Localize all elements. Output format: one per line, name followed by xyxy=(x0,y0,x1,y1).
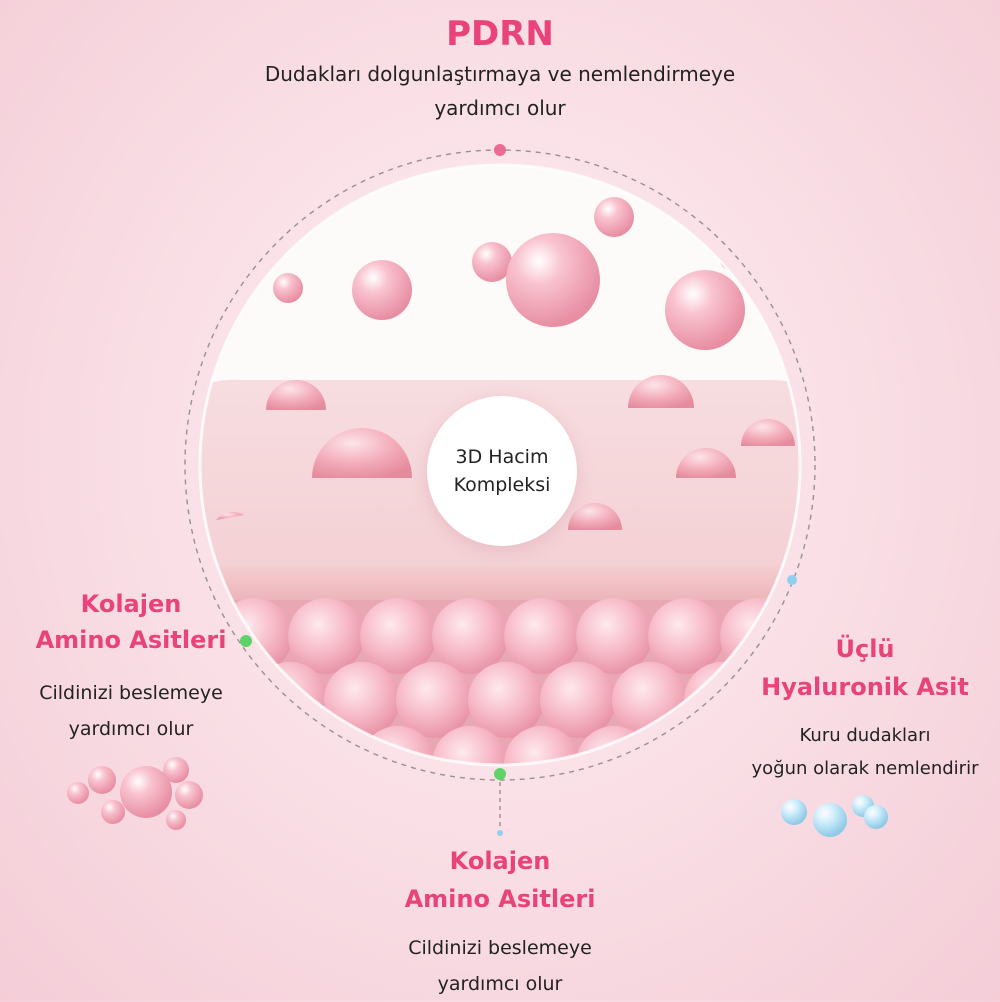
right-title-line-1: Üçlü xyxy=(835,635,895,663)
bottom-title-line-2: Amino Asitleri xyxy=(404,885,596,913)
badge-line-2: Kompleksi xyxy=(453,474,551,496)
bottom-collagen-title: Kolajen Amino Asitleri xyxy=(0,842,1000,918)
right-desc-line-1: Kuru dudakları xyxy=(799,725,931,746)
bottom-connector-end-dot xyxy=(497,830,503,836)
floating-bubbles xyxy=(273,197,745,350)
bottom-title-line-1: Kolajen xyxy=(449,847,551,875)
right-desc-line-2: yoğun olarak nemlendirir xyxy=(751,758,979,779)
right-title-line-2: Hyaluronik Asit xyxy=(761,673,969,701)
left-title-line-1: Kolajen xyxy=(80,590,182,618)
left-collagen-title: Kolajen Amino Asitleri xyxy=(0,586,262,658)
pdrn-marker-dot xyxy=(494,144,506,156)
bottom-marker-dot xyxy=(494,768,506,780)
skin-domes xyxy=(216,375,795,530)
left-desc-line-2: yardımcı olur xyxy=(68,718,194,740)
badge-line-1: 3D Hacim xyxy=(455,446,549,468)
bottom-desc-line-2: yardımcı olur xyxy=(437,973,563,995)
bottom-desc-line-1: Cildinizi beslemeye xyxy=(408,937,592,959)
pdrn-desc-line-2: yardımcı olur xyxy=(434,96,566,120)
left-collagen-description: Cildinizi beslemeye yardımcı olur xyxy=(0,675,262,747)
right-hyaluronic-title: Üçlü Hyaluronik Asit xyxy=(730,630,1000,706)
bottom-collagen-description: Cildinizi beslemeye yardımcı olur xyxy=(0,930,1000,1002)
blue-bubbles-icon xyxy=(781,795,888,837)
pdrn-title: PDRN xyxy=(446,14,554,54)
right-hyaluronic-description: Kuru dudakları yoğun olarak nemlendirir xyxy=(740,719,990,785)
pdrn-description: Dudakları dolgunlaştırmaya ve nemlendirm… xyxy=(0,57,1000,125)
pink-bubbles-icon xyxy=(67,757,203,830)
volume-complex-badge: 3D Hacim Kompleksi xyxy=(427,396,577,546)
left-title-line-2: Amino Asitleri xyxy=(35,626,227,654)
pdrn-desc-line-1: Dudakları dolgunlaştırmaya ve nemlendirm… xyxy=(264,62,736,86)
right-marker-dot xyxy=(787,575,797,585)
left-marker-dot xyxy=(240,635,252,647)
left-desc-line-1: Cildinizi beslemeye xyxy=(39,682,223,704)
